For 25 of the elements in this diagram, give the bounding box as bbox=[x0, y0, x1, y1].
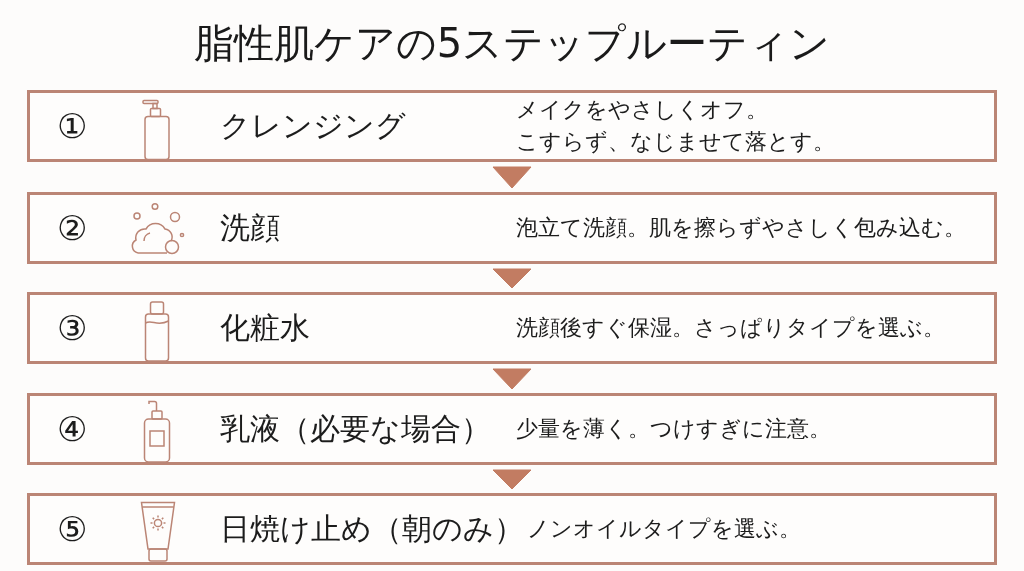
step-description: 洗顔後すぐ保湿。さっぱりタイプを選ぶ。 bbox=[516, 314, 945, 343]
step-title: 日焼け止め（朝のみ） bbox=[220, 510, 524, 548]
arrow bbox=[492, 368, 532, 390]
step-box bbox=[27, 90, 997, 162]
step-box bbox=[27, 192, 997, 264]
step-title: 化粧水 bbox=[220, 309, 311, 347]
step-number: ⑤ bbox=[57, 509, 88, 549]
arrow bbox=[492, 469, 532, 490]
title: 脂性肌ケアの5ステップルーティン bbox=[193, 19, 831, 68]
arrow bbox=[492, 268, 532, 289]
step-title: 洗顔 bbox=[220, 209, 281, 247]
step-description: ノンオイルタイプを選ぶ。 bbox=[527, 515, 801, 544]
step-description: メイクをやさしくオフ。こすらず、なじませて落とす。 bbox=[516, 96, 836, 156]
step-box bbox=[27, 393, 997, 465]
step-description: 泡立て洗顔。肌を擦らずやさしく包み込む。 bbox=[516, 214, 966, 243]
step-title: 乳液（必要な場合） bbox=[220, 410, 492, 448]
step-number: ③ bbox=[57, 308, 88, 348]
step-box bbox=[27, 292, 997, 364]
step-number: ① bbox=[57, 106, 88, 146]
step-number: ② bbox=[57, 208, 88, 248]
step-number: ④ bbox=[57, 409, 88, 449]
step-description: 少量を薄く。つけすぎに注意。 bbox=[516, 415, 831, 444]
step-box bbox=[27, 493, 997, 565]
step-title: クレンジング bbox=[220, 107, 407, 145]
arrow bbox=[492, 166, 532, 189]
